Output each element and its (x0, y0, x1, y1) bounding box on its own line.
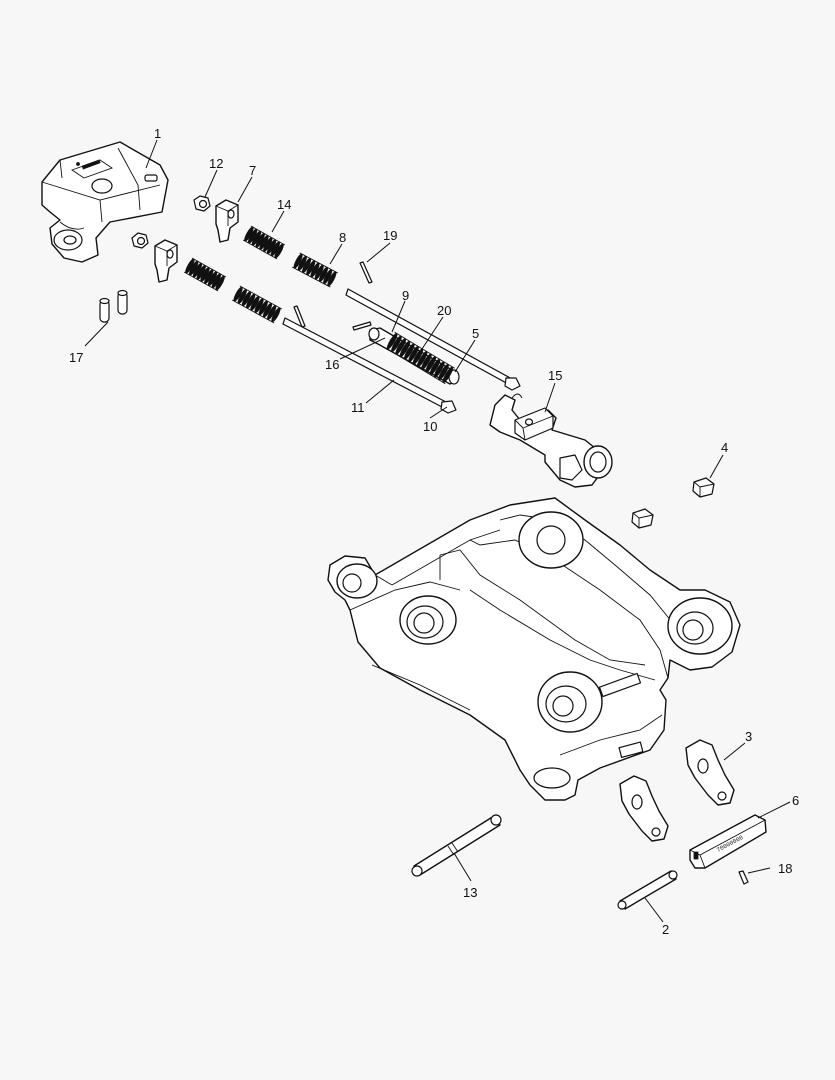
part-14-spring-lower (183, 257, 227, 292)
main-coupler-body (327, 497, 741, 801)
callout-4: 4 (721, 440, 728, 455)
part-4-wear-blocks (631, 477, 715, 529)
callout-10: 10 (423, 419, 437, 434)
part-7-blocks (154, 199, 239, 283)
part-17-pins (99, 289, 128, 323)
callout-8: 8 (339, 230, 346, 245)
part-8-spring-lower (231, 285, 283, 324)
part-8-spring-upper (292, 252, 338, 288)
part-12-nuts (131, 195, 211, 249)
part-20-cylinder-spring (385, 331, 455, 385)
callout-19: 19 (383, 228, 397, 243)
part-1-hook-housing (41, 141, 169, 263)
callout-16: 16 (325, 357, 339, 372)
callout-14: 14 (277, 197, 291, 212)
part-13-pin (411, 814, 502, 877)
callout-17: 17 (69, 350, 83, 365)
part-3-plates (619, 739, 735, 842)
rod-upper (345, 288, 521, 391)
callout-3: 3 (745, 729, 752, 744)
callout-1: 1 (154, 126, 161, 141)
callout-5: 5 (472, 326, 479, 341)
leader-lines (84, 139, 791, 923)
part-2-pin (617, 870, 678, 910)
callout-18: 18 (778, 861, 792, 876)
part-11-rod (282, 317, 457, 414)
part-14-spring-upper (242, 225, 286, 260)
part-18-pin (738, 870, 749, 885)
callout-13: 13 (463, 885, 477, 900)
callout-labels: 1 2 3 4 5 6 7 8 9 10 11 12 13 14 15 16 1… (69, 126, 799, 937)
callout-11: 11 (351, 400, 365, 415)
callout-2: 2 (662, 922, 669, 937)
part-15-latch-assembly (489, 393, 613, 488)
part-6-locking-bar: 70000000 (689, 814, 767, 869)
callout-7: 7 (249, 163, 256, 178)
callout-9: 9 (402, 288, 409, 303)
callout-6: 6 (792, 793, 799, 808)
callout-12: 12 (209, 156, 223, 171)
callout-15: 15 (548, 368, 562, 383)
callout-20: 20 (437, 303, 451, 318)
